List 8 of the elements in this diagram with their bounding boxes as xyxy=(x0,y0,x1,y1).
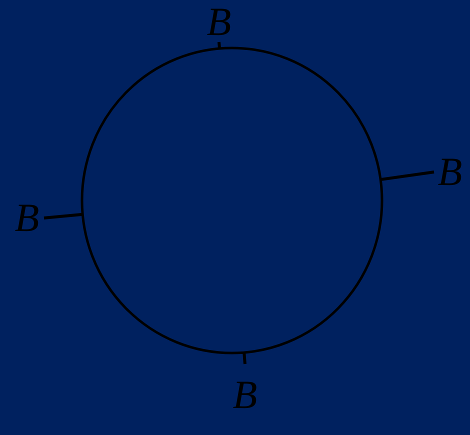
letter-label: B xyxy=(204,2,234,42)
connector-line xyxy=(44,212,83,220)
connector-line xyxy=(380,170,434,182)
connector-line xyxy=(218,42,222,49)
connector-line xyxy=(242,352,246,364)
letter-label: B xyxy=(10,192,44,244)
letter-label: B xyxy=(228,364,262,426)
letter-label: B xyxy=(434,148,466,196)
